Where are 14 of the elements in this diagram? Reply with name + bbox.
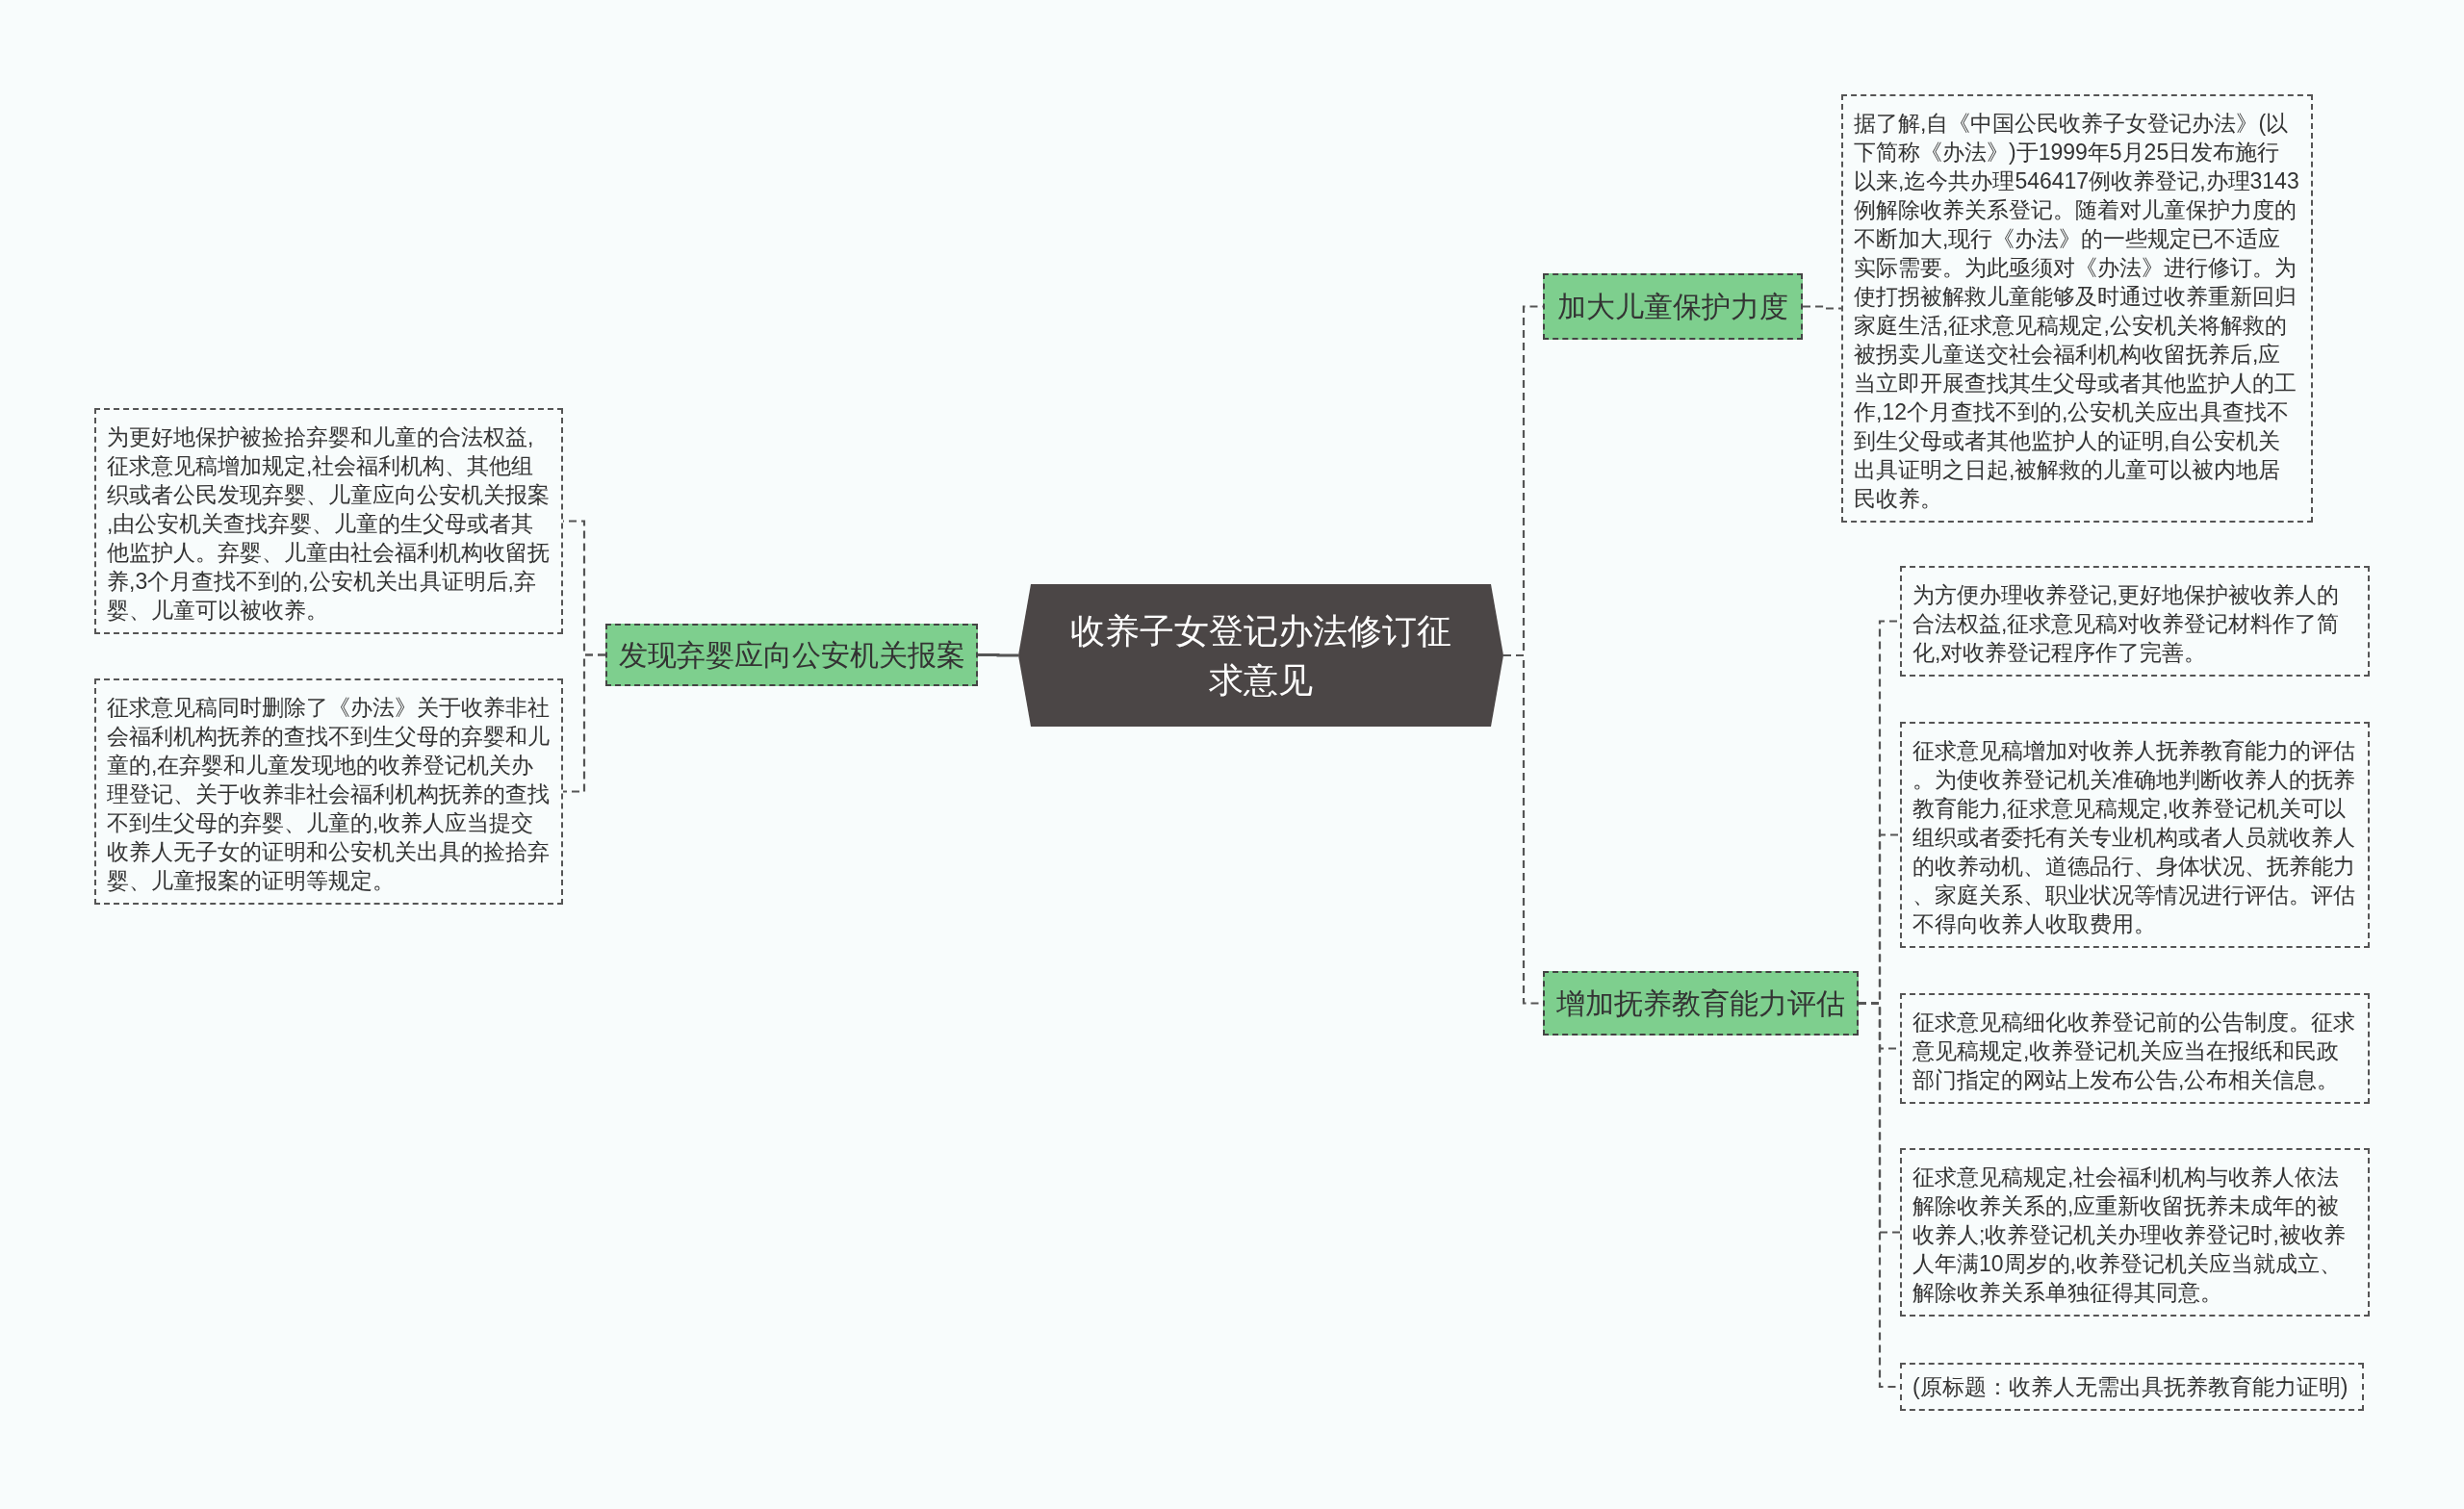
connector [978, 653, 1018, 657]
central-topic: 收养子女登记办法修订征求意见 [1018, 584, 1503, 727]
branch-topic: 加大儿童保护力度 [1543, 273, 1803, 340]
note-box: 征求意见稿规定,社会福利机构与收养人依法解除收养关系的,应重新收留抚养未成年的被收养人;收养登记机关办理收养登记时,被收养人年满10周岁的,收养登记机关应当就成立、解除收养关系单独征得其同意。 [1900, 1148, 2370, 1317]
branch-topic: 发现弃婴应向公安机关报案 [605, 624, 978, 686]
note-box: 征求意见稿同时删除了《办法》关于收养非社会福利机构抚养的查找不到生父母的弃婴和儿童的,在弃婴和儿童发现地的收养登记机关办理登记、关于收养非社会福利机构抚养的查找不到生父母的弃婴、儿童的,收养人应当提交收养人无子女的证明和公安机关出具的捡拾弃婴、儿童报案的证明等规定。 [94, 678, 563, 905]
note-box: 征求意见稿细化收养登记前的公告制度。征求意见稿规定,收养登记机关应当在报纸和民政部门指定的网站上发布公告,公布相关信息。 [1900, 993, 2370, 1104]
note-box: 据了解,自《中国公民收养子女登记办法》(以下简称《办法》)于1999年5月25日发布施行以来,迄今共办理546417例收养登记,办理3143例解除收养关系登记。随着对儿童保护力度的不断加大,现行《办法》的一些规定已不适应实际需要。为此亟须对《办法》进行修订。为使打拐被解救儿童能够及时通过收养重新回归家庭生活,征求意见稿规定,公安机关将解救的被拐卖儿童送交社会福利机构收留抚养后,应当立即开展查找其生父母或者其他监护人的工作,12个月查找不到的,公安机关应出具查找不到生父母或者其他监护人的证明,自公安机关出具证明之日起,被解救的儿童可以被内地居民收养。 [1841, 94, 2313, 523]
branch-topic: 增加抚养教育能力评估 [1543, 971, 1859, 1036]
note-box: 为更好地保护被捡拾弃婴和儿童的合法权益,征求意见稿增加规定,社会福利机构、其他组织或者公民发现弃婴、儿童应向公安机关报案,由公安机关查找弃婴、儿童的生父母或者其他监护人。弃婴、儿童由社会福利机构收留抚养,3个月查找不到的,公安机关出具证明后,弃婴、儿童可以被收养。 [94, 408, 563, 634]
connector [1803, 305, 1841, 310]
note-box: 征求意见稿增加对收养人抚养教育能力的评估。为使收养登记机关准确地判断收养人的抚养教育能力,征求意见稿规定,收养登记机关可以组织或者委托有关专业机构或者人员就收养人的收养动机、道德品行、身体状况、抚养能力、家庭关系、职业状况等情况进行评估。评估不得向收养人收取费用。 [1900, 722, 2370, 948]
note-box: (原标题：收养人无需出具抚养教育能力证明) [1900, 1363, 2364, 1411]
note-box: 为方便办理收养登记,更好地保护被收养人的合法权益,征求意见稿对收养登记材料作了简化,对收养登记程序作了完善。 [1900, 566, 2370, 677]
